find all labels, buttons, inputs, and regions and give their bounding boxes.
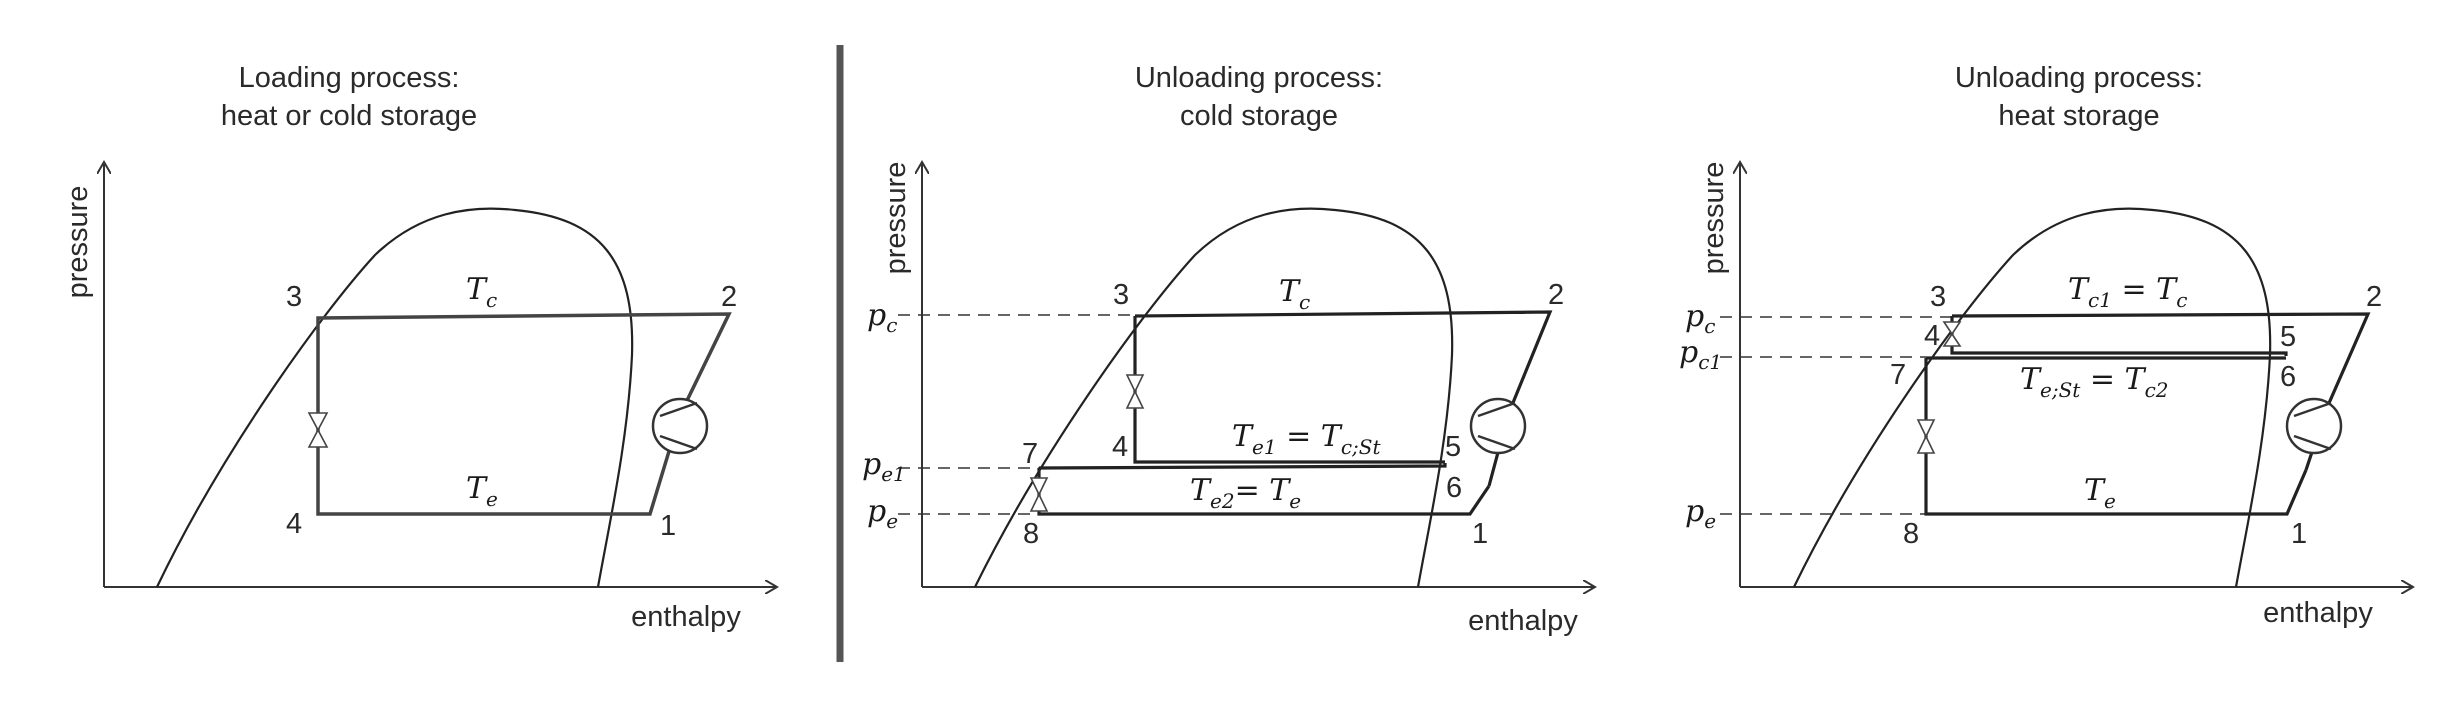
panel-3-point-8: 8 [1903, 518, 1919, 550]
panel-2-point-6: 6 [1446, 472, 1462, 504]
panel-2-pressure-pe: pe [867, 494, 898, 533]
panel-2-isotherm-te1: Te1 = Tc;St [1232, 419, 1381, 459]
panel-3-isotherm-test: Te;St = Tc2 [2020, 362, 2169, 402]
panel-3-pressure-pc: pc [1685, 299, 1715, 338]
panel-3-expansion-valve-upper [1942, 321, 1962, 347]
panel-1-title-line-1: Loading process: [239, 62, 460, 94]
panel-1-cycle [316, 312, 732, 516]
panel-3-isotherm-te: Te [2084, 473, 2116, 513]
panel-2-title-line-2: cold storage [1180, 100, 1338, 132]
panel-3-point-5: 5 [2280, 321, 2296, 353]
panel-1-title-line-2: heat or cold storage [221, 100, 477, 132]
panel-3-pressure-pc1: pc1 [1679, 335, 1722, 374]
panel-2-pressure-pe1: pe1 [862, 447, 906, 486]
panel-2-pressure-pc: pc [867, 298, 897, 337]
panel-1-isotherm-te: Te [466, 471, 498, 511]
panel-1-point-1: 1 [660, 510, 676, 542]
panel-unloading-heat: Unloading process: heat storage pressure… [1679, 62, 2413, 629]
panel-2-saturation-dome [974, 207, 1454, 588]
panel-3-isotherm-tc1: Tc1 = Tc [2068, 272, 2187, 312]
panel-1-y-label: pressure [62, 186, 94, 299]
panel-3-point-4: 4 [1924, 320, 1940, 352]
panel-3-point-7: 7 [1890, 359, 1906, 391]
panel-2-isotherm-te2: Te2= Te [1190, 473, 1301, 513]
panel-1-isotherm-tc: Tc [466, 272, 497, 312]
panel-3-y-label: pressure [1698, 162, 1730, 275]
panel-2-point-2: 2 [1548, 279, 1564, 311]
panel-2-expansion-valve-upper [1125, 374, 1145, 409]
panel-3-point-6: 6 [2280, 361, 2296, 393]
panel-2-compressor-icon [1469, 397, 1527, 455]
panel-3-point-2: 2 [2366, 281, 2382, 313]
panel-2-point-7: 7 [1022, 438, 1038, 470]
panel-3-saturation-dome [1793, 207, 2272, 588]
panel-2-y-label: pressure [880, 162, 912, 275]
panel-1-expansion-valve [307, 412, 329, 448]
panel-1-compressor-icon [651, 397, 709, 455]
panel-1-point-3: 3 [286, 281, 302, 313]
panel-3-point-1: 1 [2291, 518, 2307, 550]
panel-3-point-3: 3 [1930, 281, 1946, 313]
panel-3-pressure-pe: pe [1685, 494, 1716, 533]
panel-2-point-4: 4 [1112, 431, 1128, 463]
panel-2-cycle-upper [1133, 310, 1553, 487]
panel-2-isotherm-tc: Tc [1279, 274, 1310, 314]
panel-2-point-1: 1 [1472, 518, 1488, 550]
panel-1-x-label: enthalpy [631, 601, 741, 633]
panel-2-x-label: enthalpy [1468, 605, 1578, 637]
panel-3-compressor-icon [2285, 397, 2343, 455]
panel-3-expansion-valve-lower [1916, 419, 1936, 454]
panel-loading: Loading process: heat or cold storage pr… [62, 62, 777, 633]
panel-3-title-line-1: Unloading process: [1955, 62, 2203, 94]
panel-3-title-line-2: heat storage [1998, 100, 2159, 132]
panel-2-title-line-1: Unloading process: [1135, 62, 1383, 94]
panel-2-point-8: 8 [1023, 518, 1039, 550]
panel-1-saturation-dome [156, 207, 634, 588]
panel-unloading-cold: Unloading process: cold storage pressure… [862, 62, 1595, 637]
panel-1-point-4: 4 [286, 508, 302, 540]
panel-2-point-5: 5 [1445, 431, 1461, 463]
panel-1-point-2: 2 [721, 281, 737, 313]
panel-2-point-3: 3 [1113, 279, 1129, 311]
panel-3-x-label: enthalpy [2263, 597, 2373, 629]
panel-2-expansion-valve-lower [1029, 477, 1049, 512]
